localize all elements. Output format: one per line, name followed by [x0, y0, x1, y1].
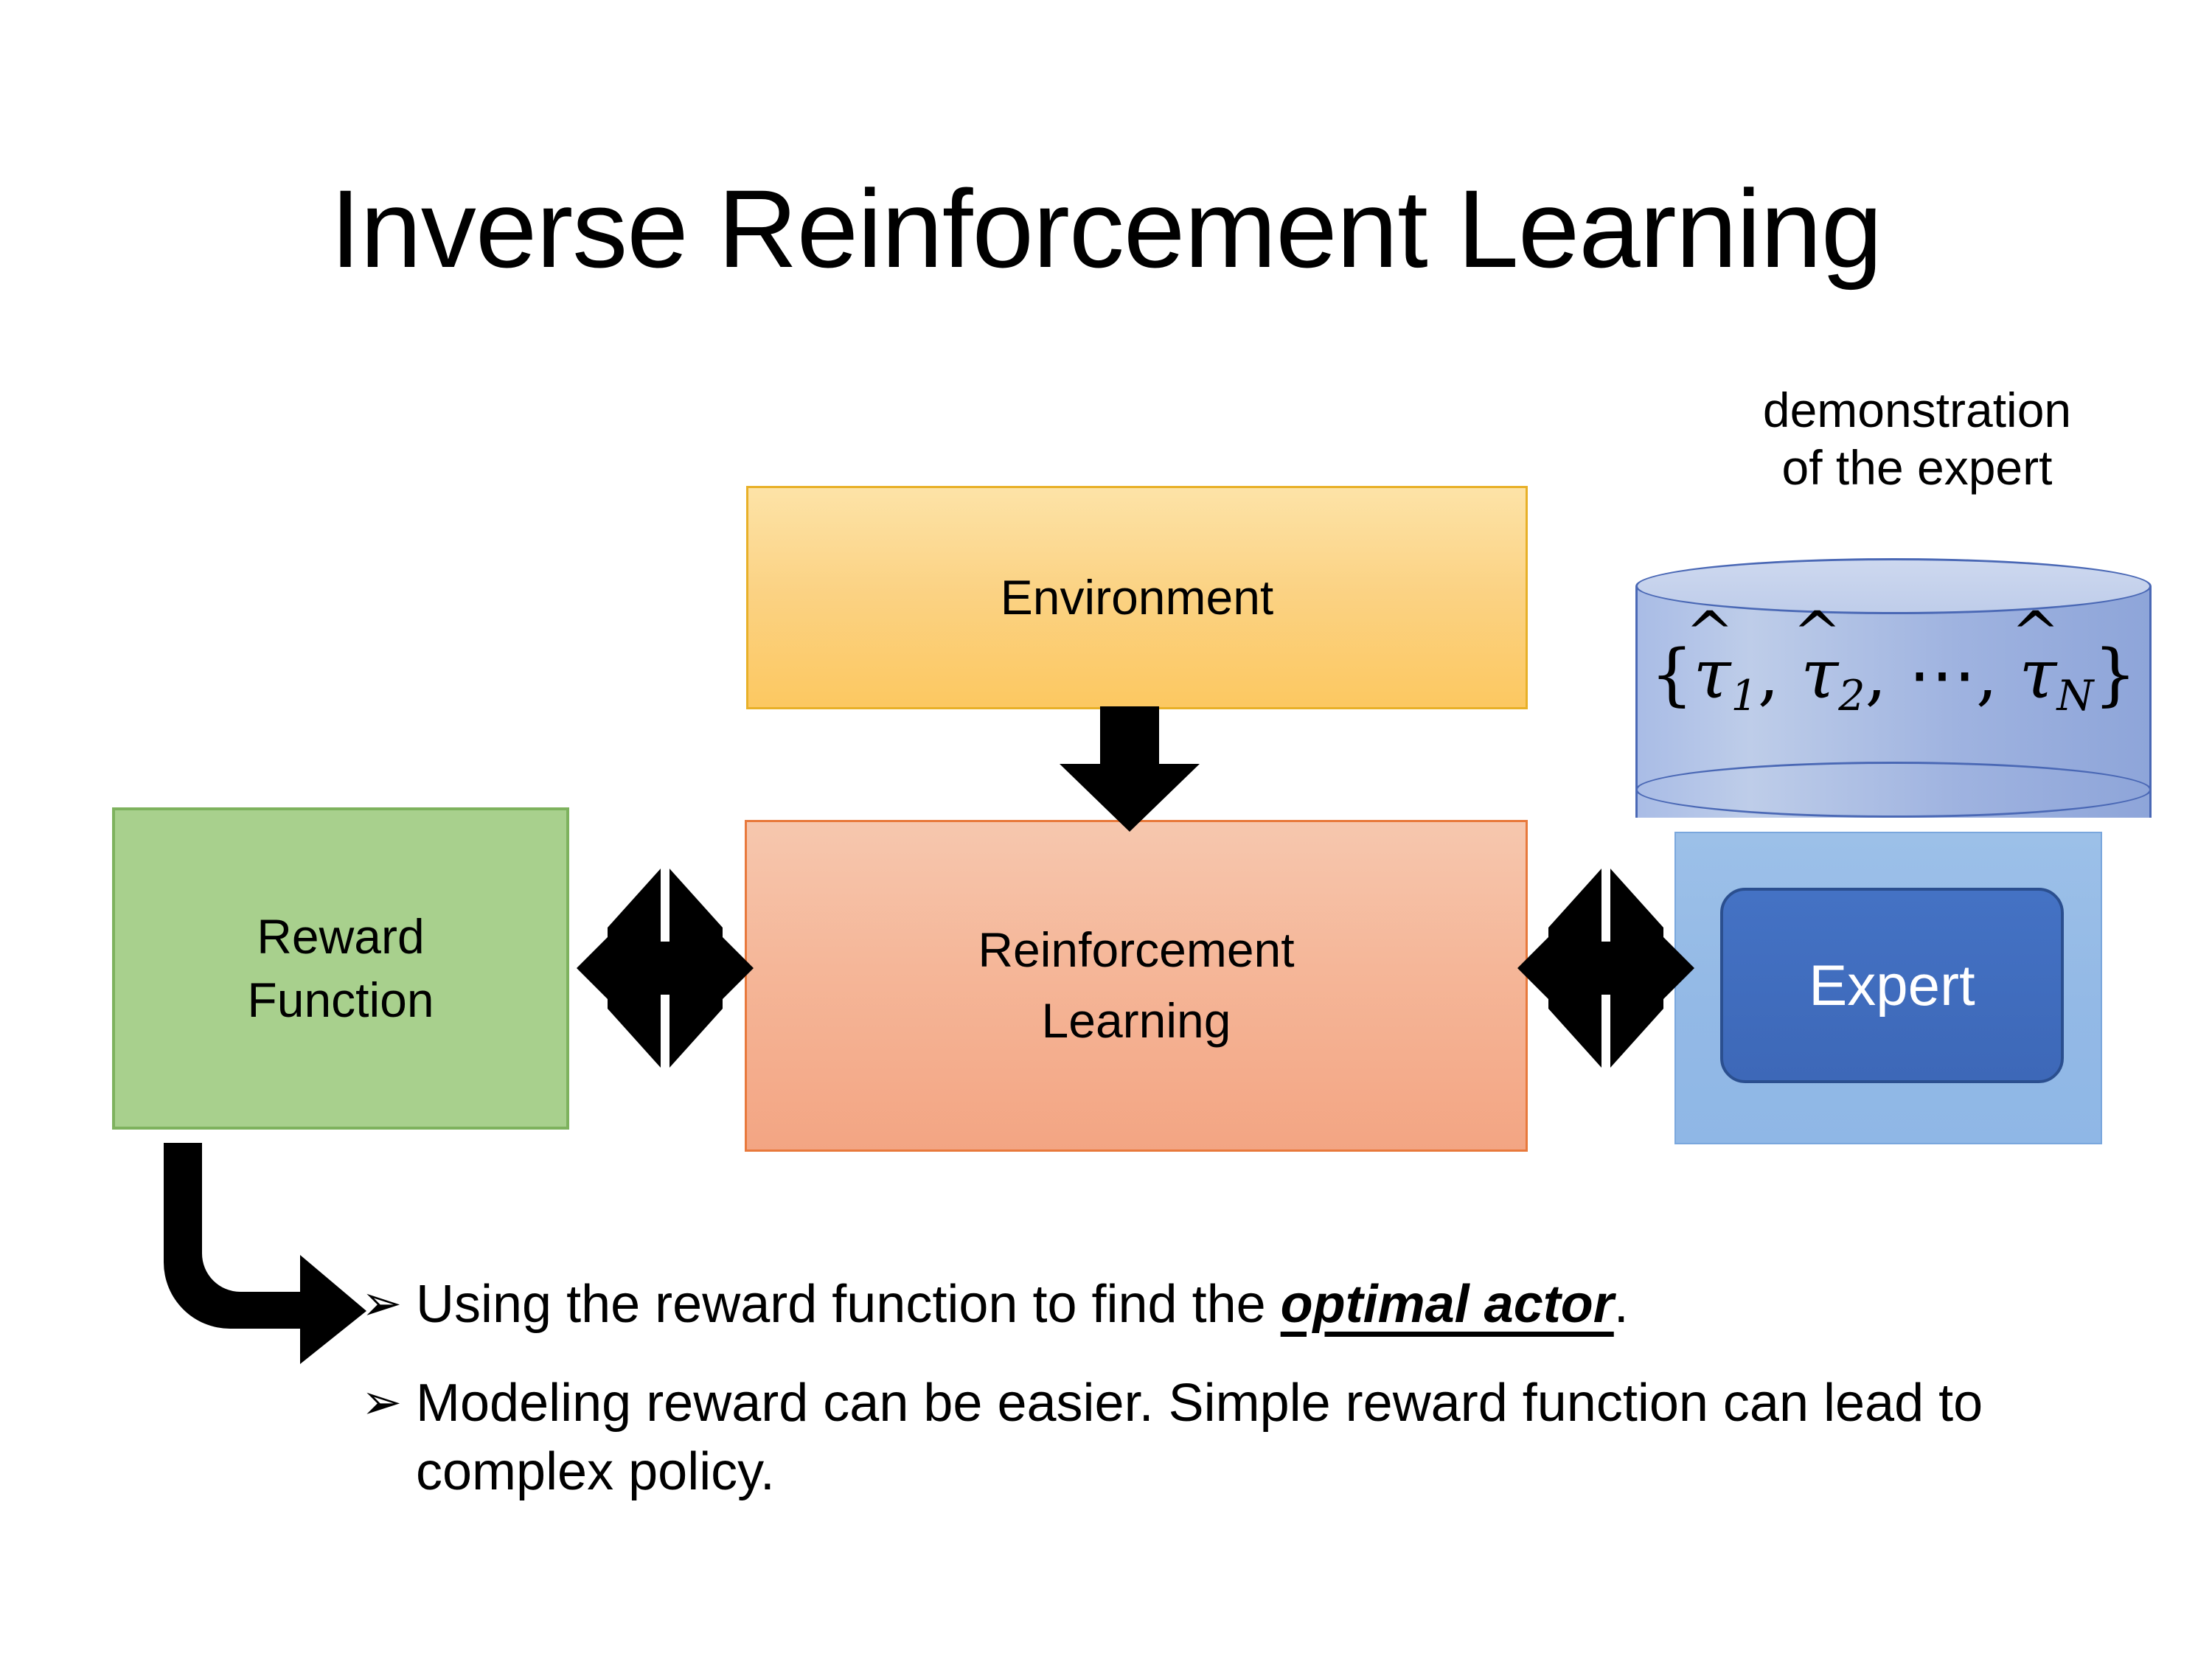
formula-comma-3: ,: [1976, 635, 1998, 714]
reward-function-label-line2: Function: [247, 972, 434, 1027]
environment-label: Environment: [1000, 570, 1274, 625]
formula-sub-n: N: [2056, 672, 2094, 721]
list-item: ➢ Modeling reward can be easier. Simple …: [361, 1369, 2175, 1507]
quad-arrow-icon-left: [577, 869, 754, 1068]
bullet-1-suffix: .: [1613, 1275, 1629, 1334]
demonstration-caption-line1: demonstration: [1762, 383, 2072, 437]
bullet-text: Modeling reward can be easier. Simple re…: [416, 1369, 2175, 1507]
formula-close-brace: }: [2093, 635, 2137, 714]
trajectory-cylinder: {τ1, τ2, ⋯, τN}: [1635, 558, 2152, 846]
quad-arrow-icon-right: [1517, 869, 1694, 1068]
bullet-marker-icon: ➢: [361, 1374, 403, 1429]
demonstration-caption: demonstration of the expert: [1637, 382, 2197, 497]
formula-comma-2: ,: [1865, 635, 1887, 714]
formula-tau-2: τ: [1801, 641, 1838, 709]
trajectory-set-formula: {τ1, τ2, ⋯, τN}: [1635, 641, 2152, 717]
bullet-1-prefix: Using the reward function to find the: [416, 1275, 1281, 1334]
rl-label-line1: Reinforcement: [978, 922, 1295, 978]
bent-arrow-icon: [164, 1143, 366, 1364]
bullet-list: ➢ Using the reward function to find the …: [361, 1270, 2175, 1537]
demonstration-caption-line2: of the expert: [1781, 439, 2053, 495]
reward-function-label-line1: Reward: [257, 908, 425, 964]
formula-ellipsis: ⋯: [1908, 635, 1977, 714]
formula-sub-1: 1: [1731, 672, 1758, 721]
environment-box[interactable]: Environment: [746, 486, 1528, 709]
formula-comma-1: ,: [1757, 635, 1780, 714]
rl-label-line2: Learning: [1041, 993, 1231, 1048]
list-item: ➢ Using the reward function to find the …: [361, 1270, 2175, 1340]
formula-tau-n: τ: [2020, 641, 2057, 709]
bullet-marker-icon: ➢: [361, 1276, 403, 1330]
expert-label: Expert: [1809, 953, 1975, 1018]
formula-tau-1: τ: [1694, 641, 1731, 709]
bullet-2-prefix: Modeling reward can be easier. Simple re…: [416, 1373, 1983, 1502]
cylinder-bottom-ellipse: [1635, 762, 2152, 818]
formula-sub-2: 2: [1838, 672, 1865, 721]
bullet-1-emphasis: optimal actor: [1280, 1275, 1614, 1334]
page-title: Inverse Reinforcement Learning: [330, 167, 1883, 291]
down-arrow-icon: [1060, 706, 1200, 832]
expert-box[interactable]: Expert: [1720, 888, 2064, 1083]
bullet-text: Using the reward function to find the op…: [416, 1270, 2175, 1340]
